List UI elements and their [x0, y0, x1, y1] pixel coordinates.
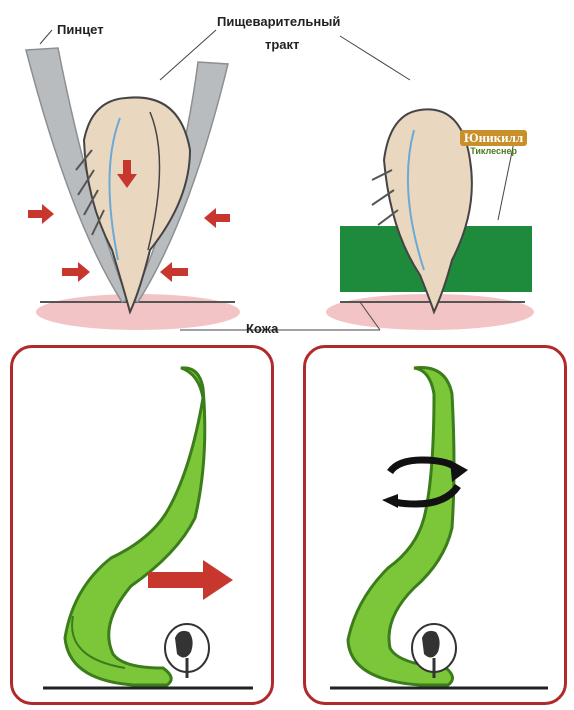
twist-method-panel [303, 345, 567, 705]
brand-logo: Юникилл Тиклеснер [460, 130, 527, 156]
skin-label: Кожа [246, 321, 278, 336]
digestive-tract-label-line1: Пищеварительный [217, 14, 340, 29]
brand-tagline: Тиклеснер [460, 146, 527, 156]
tweezers-label: Пинцет [57, 22, 104, 37]
pull-arrow-icon [148, 560, 233, 600]
digestive-tract-label-line2: тракт [265, 37, 299, 52]
brand-name: Юникилл [460, 130, 527, 146]
tick-icon-left [165, 624, 209, 678]
pull-method-panel [10, 345, 274, 705]
tick-left [76, 97, 190, 312]
